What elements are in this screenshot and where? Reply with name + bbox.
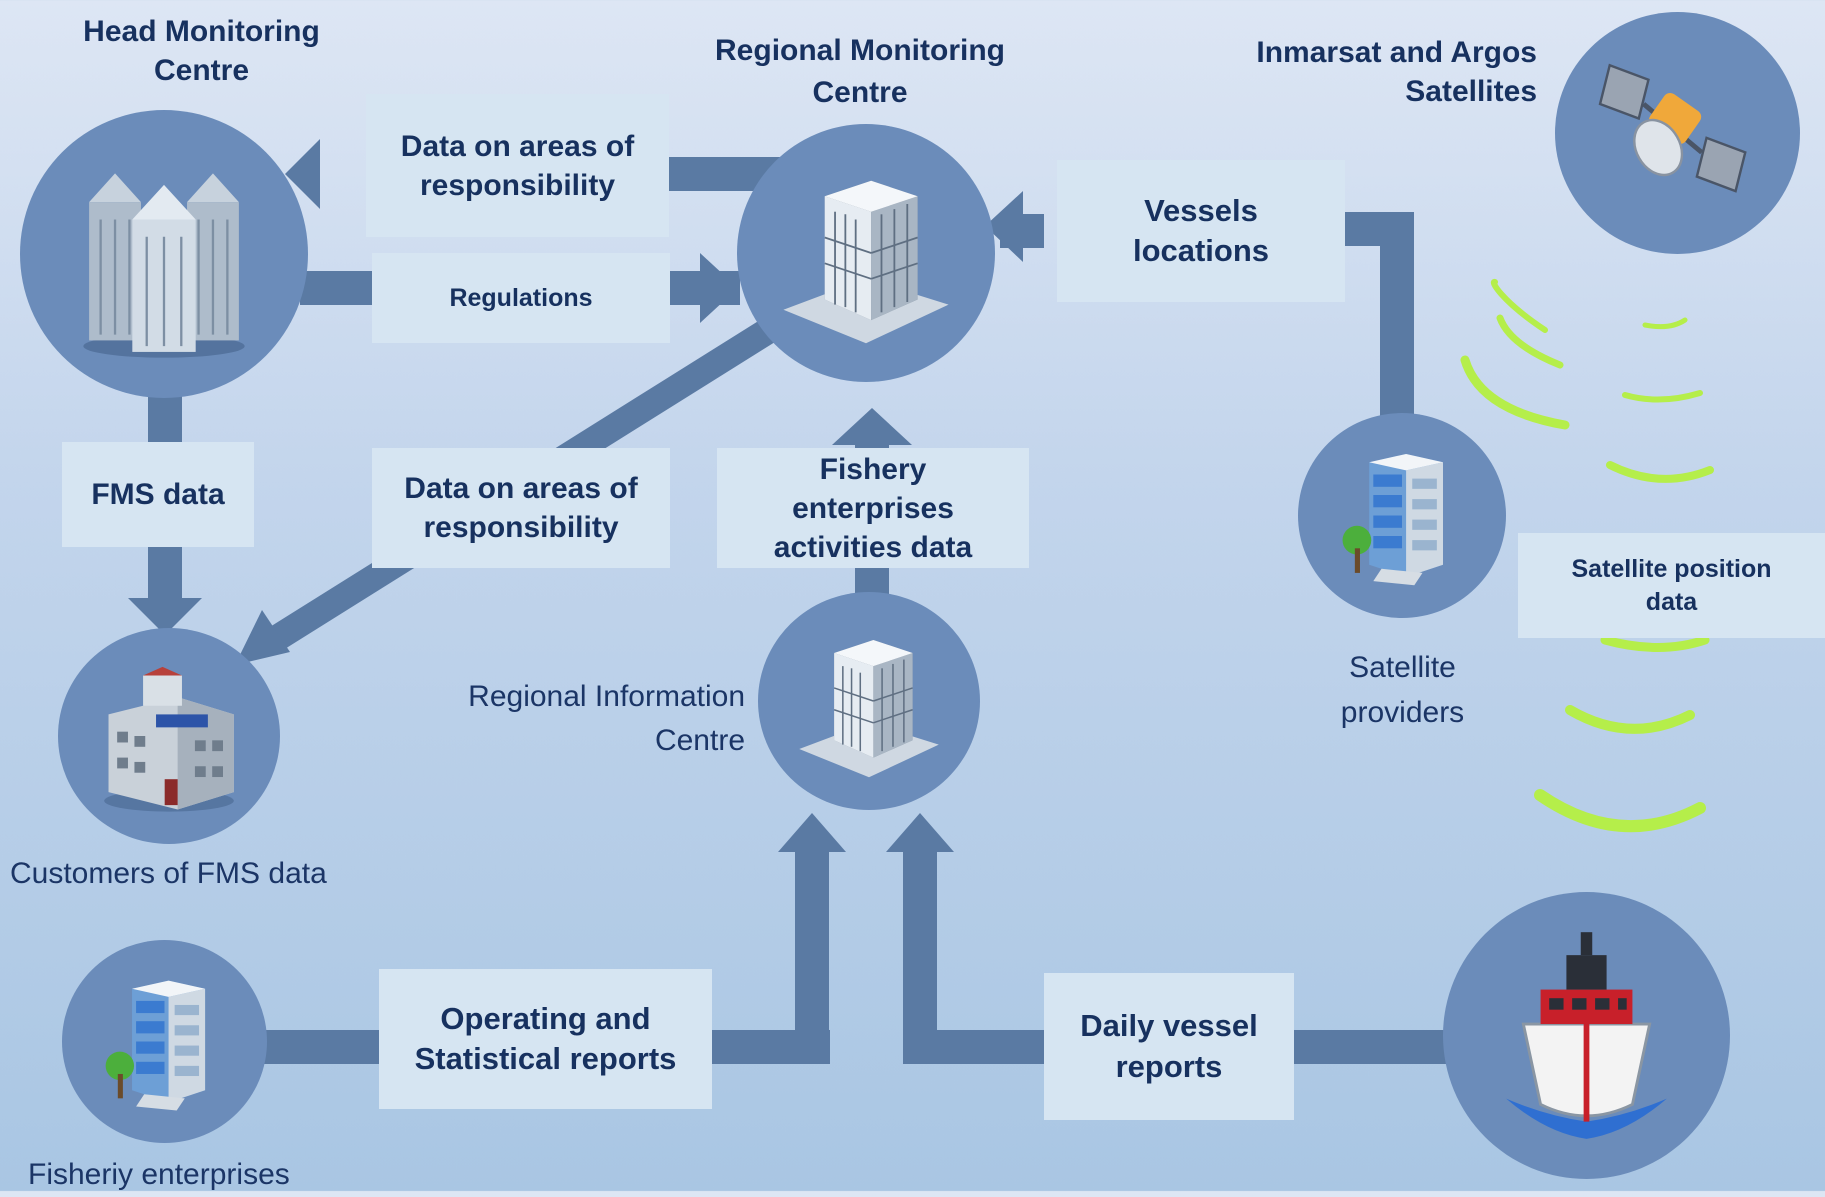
- fishery-enterprises-node[interactable]: [62, 940, 267, 1143]
- satellite-providers-label: Satellite providers: [1340, 651, 1465, 729]
- regional-monitoring-centre-title: Regional Monitoring Centre: [715, 34, 1005, 109]
- satellites-node[interactable]: [1555, 12, 1800, 254]
- vessel-node[interactable]: [1443, 892, 1730, 1179]
- customers-of-fms-data-node[interactable]: [58, 628, 280, 844]
- areas-of-responsibility-label-top: Data on areas of responsibility: [366, 94, 669, 237]
- fishery-enterprises-label: Fisheriy enterprises: [28, 1158, 290, 1191]
- vessels-locations-label: Vessels locations: [1057, 160, 1345, 302]
- regulations-label: Regulations: [372, 253, 670, 343]
- office-towers-icon: [83, 173, 245, 358]
- daily-vessel-reports-label: Daily vessel reports: [1044, 973, 1294, 1120]
- blue-building-icon: [1342, 454, 1443, 586]
- satellite-position-label: Satellite position data: [1518, 533, 1825, 638]
- fms-data-label: FMS data: [62, 442, 254, 547]
- regional-monitoring-centre-node[interactable]: [737, 124, 995, 382]
- satellite-providers-node[interactable]: [1298, 413, 1506, 618]
- www-building-icon: [104, 666, 234, 812]
- regional-information-centre-label: Regional Information Centre: [468, 680, 745, 757]
- fishery-activities-label: Fishery enterprises activities data: [717, 448, 1029, 568]
- blue-building-icon: [105, 980, 206, 1111]
- operating-reports-label: Operating and Statistical reports: [379, 969, 712, 1109]
- office-building-icon: [799, 639, 939, 778]
- satellite-icon: [1598, 63, 1747, 193]
- regional-information-centre-node[interactable]: [758, 592, 980, 810]
- areas-of-responsibility-label-diagonal: Data on areas of responsibility: [372, 448, 670, 568]
- satellites-title: Inmarsat and Argos Satellites: [1256, 36, 1537, 108]
- office-building-icon: [783, 180, 949, 344]
- head-monitoring-centre-node[interactable]: [20, 110, 308, 398]
- customers-label: Customers of FMS data: [10, 857, 327, 890]
- ship-icon: [1506, 932, 1667, 1139]
- head-monitoring-centre-title: Head Monitoring Centre: [83, 15, 320, 87]
